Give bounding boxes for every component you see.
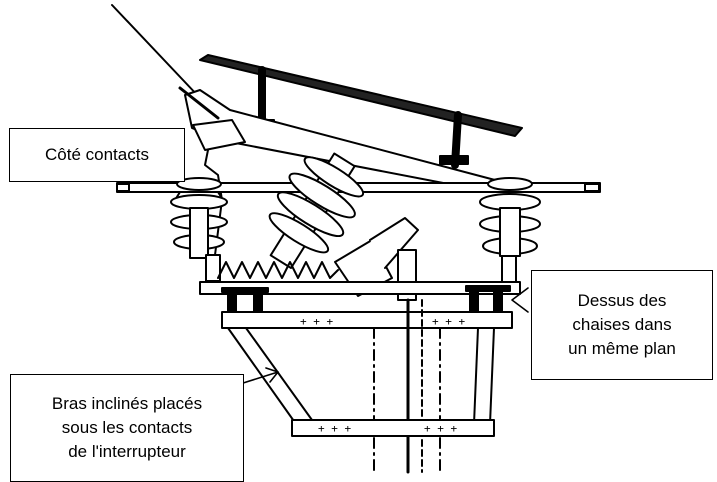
arrow-chair-tops: [511, 287, 529, 313]
operating-bar: [199, 54, 523, 137]
bar-clamp-right: [439, 155, 469, 165]
callout-inclined-arms-line-2: sous les contacts: [61, 418, 193, 437]
chair-right: [465, 285, 511, 313]
base-plate: [199, 281, 521, 295]
callout-inclined-arms-line-3: de l'interrupteur: [68, 442, 186, 461]
crossarm-holes-right: + + +: [432, 315, 465, 328]
callout-chair-tops-line-1: Dessus des: [577, 291, 667, 310]
callout-chair-tops-line-2: chaises dans: [572, 315, 672, 334]
conductor-end-right: [584, 183, 600, 192]
callout-contacts-side: Côté contacts: [9, 128, 185, 182]
incoming-conductor: [111, 4, 201, 99]
callout-inclined-arms-line-1: Bras inclinés placés: [51, 394, 203, 413]
callout-inclined-arms: Bras inclinés placés sous les contacts d…: [10, 374, 244, 482]
contact-jaw: [192, 119, 246, 151]
spring: [217, 261, 339, 279]
crossarm-bottom: [291, 419, 495, 437]
arrow-inclined-arms: [239, 367, 279, 385]
lower-holes-left: + + +: [318, 422, 351, 435]
inclined-arm-right: [473, 327, 495, 425]
lower-holes-right: + + +: [424, 422, 457, 435]
callout-chair-tops: Dessus des chaises dans un même plan: [531, 270, 713, 380]
crossarm-top: [221, 311, 513, 329]
crossarm-holes-left: + + +: [300, 315, 333, 328]
rotating-insulator: [268, 152, 365, 270]
blade-hinge-left: [178, 86, 220, 120]
callout-contacts-side-line-1: Côté contacts: [45, 145, 149, 164]
chair-left: [221, 287, 269, 313]
right-insulator: [479, 177, 541, 283]
conductor-end-left: [116, 183, 130, 192]
callout-chair-tops-line-3: un même plan: [568, 339, 676, 358]
left-insulator: [170, 177, 228, 282]
